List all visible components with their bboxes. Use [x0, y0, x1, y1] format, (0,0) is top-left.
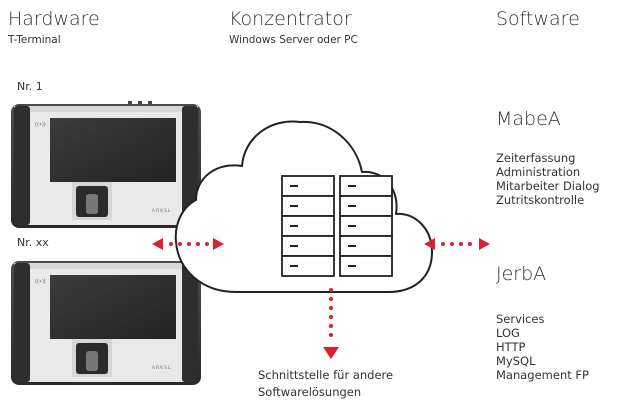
list-item: Services: [496, 312, 545, 326]
terminal-1-brand: ARKSL: [152, 208, 172, 214]
software-title: Software: [496, 8, 580, 30]
interface-connection-arrow: [323, 288, 339, 359]
list-item: Zutritskontrolle: [496, 193, 585, 207]
interface-caption-line1: Schnittstelle für andere: [258, 368, 394, 382]
product-mabea-title: MabeA: [496, 108, 561, 130]
hardware-connection-arrow: [152, 238, 224, 250]
terminal-xx-brand: ARKSL: [152, 365, 172, 371]
software-connection-arrow: [424, 238, 490, 250]
konzentrator-title: Konzentrator: [229, 8, 352, 30]
list-item: LOG: [496, 326, 520, 340]
server-icon: [281, 175, 393, 277]
terminal-xx-device: ((•)) ARKSL: [11, 261, 201, 385]
interface-caption: Schnittstelle für andere Softwarelösunge…: [258, 367, 393, 401]
terminal-1-label: Nr. 1: [17, 80, 43, 93]
svg-text:((•)): ((•)): [35, 279, 46, 285]
hardware-subtitle: T-Terminal: [8, 34, 61, 46]
list-item: MySQL: [496, 354, 536, 368]
product-jerba-features: Services LOG HTTP MySQL Management FP: [496, 312, 589, 382]
product-jerba-title: JerbA: [496, 263, 547, 285]
list-item: Zeiterfassung: [496, 151, 576, 165]
terminal-xx-label: Nr. xx: [17, 236, 49, 249]
list-item: Administration: [496, 165, 581, 179]
product-mabea-features: Zeiterfassung Administration Mitarbeiter…: [496, 151, 600, 207]
list-item: HTTP: [496, 340, 526, 354]
interface-caption-line2: Softwarelösungen: [258, 385, 362, 399]
hardware-title: Hardware: [8, 8, 100, 30]
svg-text:((•)): ((•)): [35, 122, 46, 128]
konzentrator-subtitle: Windows Server oder PC: [229, 34, 358, 46]
list-item: Management FP: [496, 368, 589, 382]
terminal-1-device: ((•)) ARKSL: [11, 101, 201, 228]
list-item: Mitarbeiter Dialog: [496, 179, 600, 193]
